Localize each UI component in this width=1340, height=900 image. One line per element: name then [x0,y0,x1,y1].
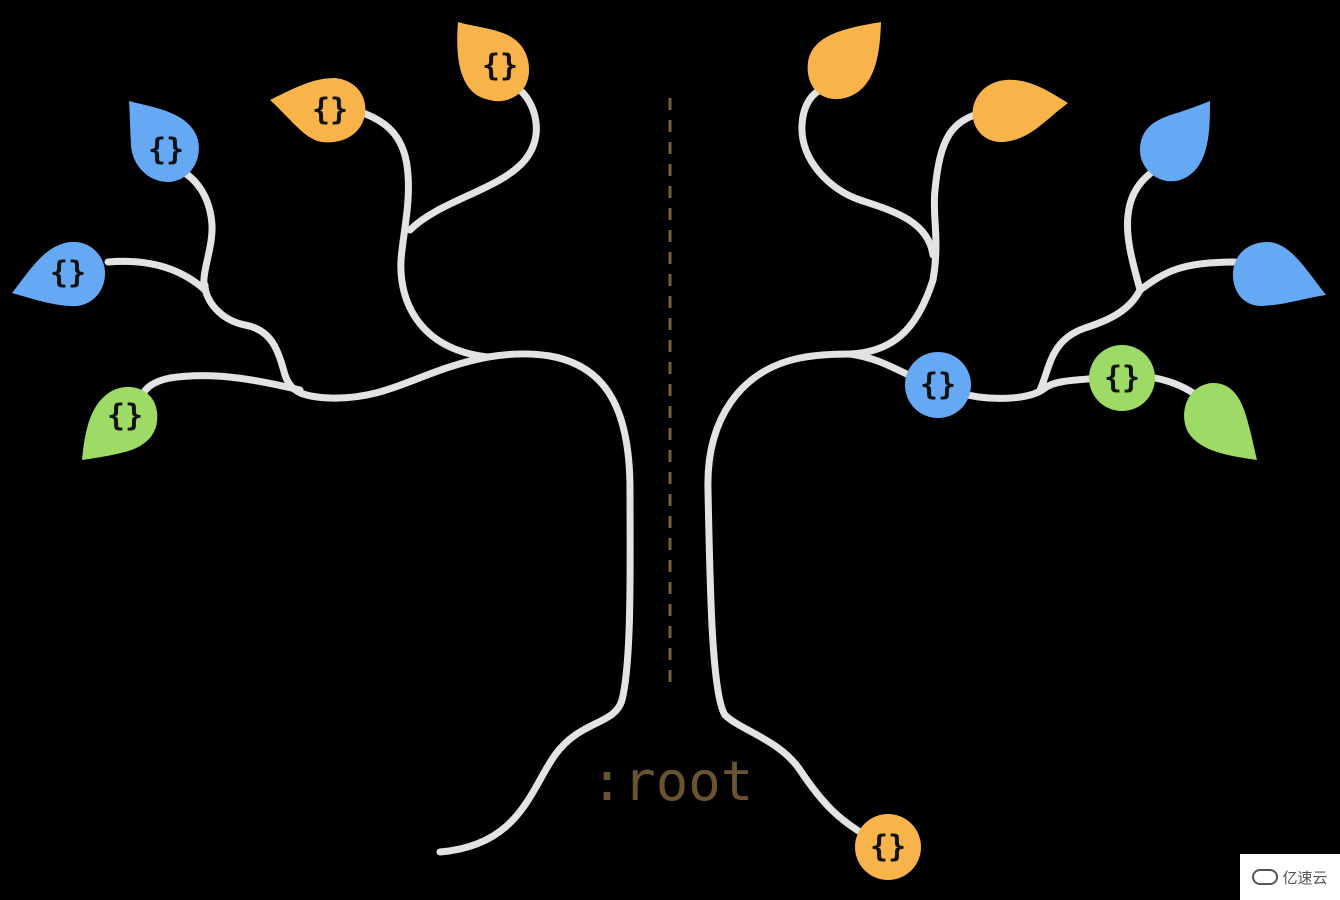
leaf-node-L1: {} [457,22,530,102]
leaf-node-L5: {} [82,386,158,460]
left-branch-to-L5 [138,372,304,399]
left-branch-to-L4 [104,257,209,294]
braces-symbol: {} [920,368,956,403]
leaf-node-R2 [972,79,1068,143]
node-circle [905,352,971,418]
braces-symbol: {} [107,399,143,434]
right-tree-branches [704,84,1239,849]
braces-symbol: {} [870,830,906,865]
leaf-shape [270,78,366,143]
right-branch-main [846,108,989,358]
circle-node-R6: {} [905,352,971,418]
leaf-node-R4 [1232,242,1326,306]
watermark-logo: 亿速云 [1240,854,1340,900]
left-branch-to-L2 [356,108,492,361]
leaf-node-R1 [807,22,881,100]
left-branch-to-L3 [176,166,216,294]
braces-symbol: {} [148,133,184,168]
node-circle [1089,345,1155,411]
right-nodes: {} {} {} [807,22,1326,880]
watermark-text: 亿速云 [1282,868,1328,887]
left-tree-branches [104,88,634,856]
leaf-node-R3 [1140,101,1210,182]
circle-node-R8: {} [855,814,921,880]
circle-node-R7: {} [1089,345,1155,411]
root-label: :root [591,750,754,813]
cloud-icon [1252,869,1279,885]
right-branch-to-R1 [798,84,937,259]
braces-symbol: {} [50,256,86,291]
leaf-node-L4: {} [12,241,106,307]
leaf-shape [457,22,530,102]
leaf-shape [12,241,106,307]
left-nodes: {} {} {} {} {} [12,22,530,460]
left-branch-to-L1 [406,88,540,234]
leaf-shape [82,386,158,460]
leaf-shape [129,101,199,182]
right-branch-to-R8 [1036,286,1144,394]
leaf-node-L2: {} [270,78,366,143]
braces-symbol: {} [1104,361,1140,396]
leaf-node-R5 [1184,382,1257,460]
right-trunk [704,350,889,849]
braces-symbol: {} [482,49,518,84]
node-circle [855,814,921,880]
left-trunk [436,350,634,856]
braces-symbol: {} [312,93,348,128]
left-branch-main [201,281,492,402]
leaf-node-L3: {} [129,101,199,182]
right-branch-to-R4 [1136,258,1239,294]
right-branch-to-R3 [1123,166,1159,294]
right-branch-R6-R7 [951,374,1104,402]
